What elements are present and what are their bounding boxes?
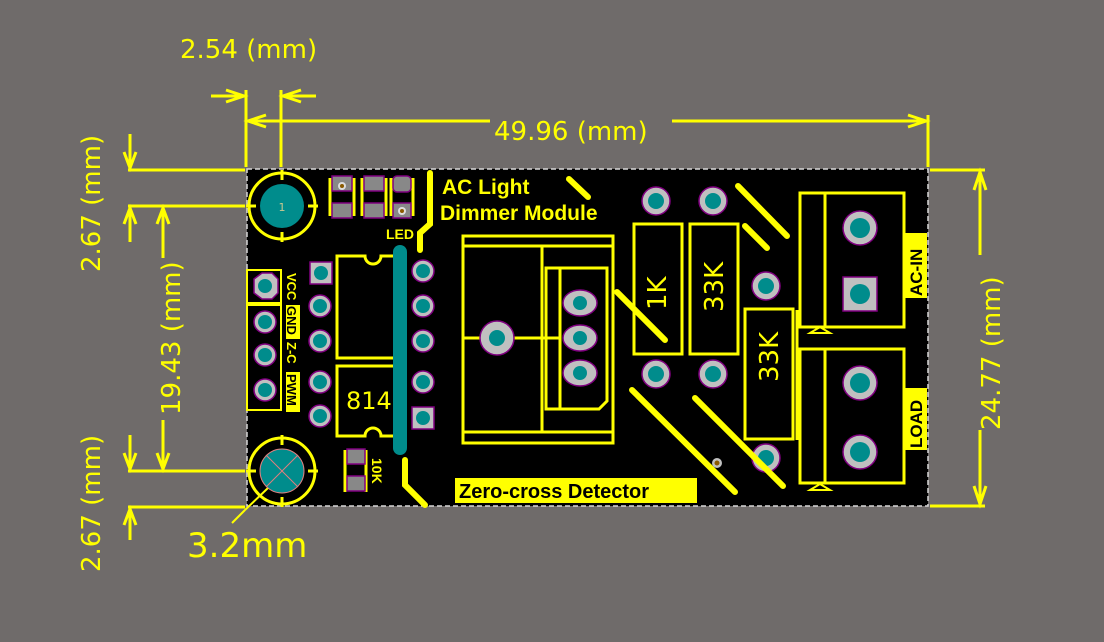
title-line2: Dimmer Module: [440, 202, 598, 225]
dim-hole-spacing: 19.43 (mm): [157, 261, 187, 415]
dim-pin-pitch: 2.54 (mm): [180, 35, 317, 65]
ic-pads-left: [308, 261, 333, 428]
title-line1: AC Light: [442, 176, 529, 199]
silk-line-bottom: [402, 457, 428, 508]
mount-hole-bottom: [246, 435, 318, 507]
dim-hole-diameter: 3.2mm: [187, 526, 307, 566]
pin-label-pwm: PWM: [284, 374, 299, 406]
gnd-label-bg: [286, 305, 300, 339]
pin-label-gnd: GND: [284, 306, 299, 335]
resistor-1k-outline: [632, 222, 684, 356]
ic-pads-right: [411, 259, 435, 430]
r10k-label: 10K: [369, 458, 385, 484]
triac-pad-a2-copper: [573, 331, 587, 345]
mount-hole-top: 1: [246, 170, 318, 242]
terminal-load: [798, 347, 906, 491]
dim-top-offset: 2.67 (mm): [77, 135, 107, 272]
terminal-ac-in: [798, 191, 906, 334]
pwm-label-bg: [286, 372, 300, 412]
dim-board-height: 24.77 (mm): [977, 276, 1007, 430]
copper-trace: [393, 245, 407, 455]
via-hole: [714, 460, 720, 466]
pin-label-vcc: VCC: [284, 273, 299, 301]
triac-pad-g-copper: [573, 296, 587, 310]
resistor-10k: [343, 448, 368, 492]
load-label: LOAD: [907, 400, 926, 448]
led-label: LED: [386, 226, 414, 242]
zero-cross-label-bg: [455, 478, 697, 503]
pin-header: [246, 269, 282, 411]
resistor-33k-b-outline: [743, 307, 795, 441]
silk-diag-1: [614, 289, 668, 343]
ac-in-label: AC-IN: [907, 249, 926, 296]
resistor-33k-a-outline: [688, 222, 740, 356]
triac-pad-a1-copper: [573, 366, 587, 380]
r1k-label: 1K: [643, 275, 673, 310]
silk-dash: [566, 176, 591, 200]
dim-board-width: 49.96 (mm): [494, 117, 648, 147]
silk-line-led: [417, 170, 433, 253]
dim-bottom-offset: 2.67 (mm): [77, 435, 107, 572]
r33k-a-label: 33K: [700, 261, 730, 312]
mount-hole-number: 1: [279, 201, 286, 214]
resistor-pads: [641, 186, 781, 473]
ic-outline-bottom: [335, 364, 400, 438]
dimension-lines: [122, 88, 988, 540]
r33k-b-label: 33K: [755, 331, 785, 382]
ic-label: 814: [346, 387, 392, 415]
zero-cross-label: Zero-cross Detector: [459, 481, 649, 503]
load-label-bg: [904, 388, 927, 450]
smd-pads-top: [328, 175, 415, 219]
ac-in-label-bg: [904, 233, 927, 298]
triac-pad-t2-copper: [489, 330, 505, 346]
silk-diagonals: [629, 183, 790, 495]
pin-label-zc: Z-C: [284, 342, 299, 364]
